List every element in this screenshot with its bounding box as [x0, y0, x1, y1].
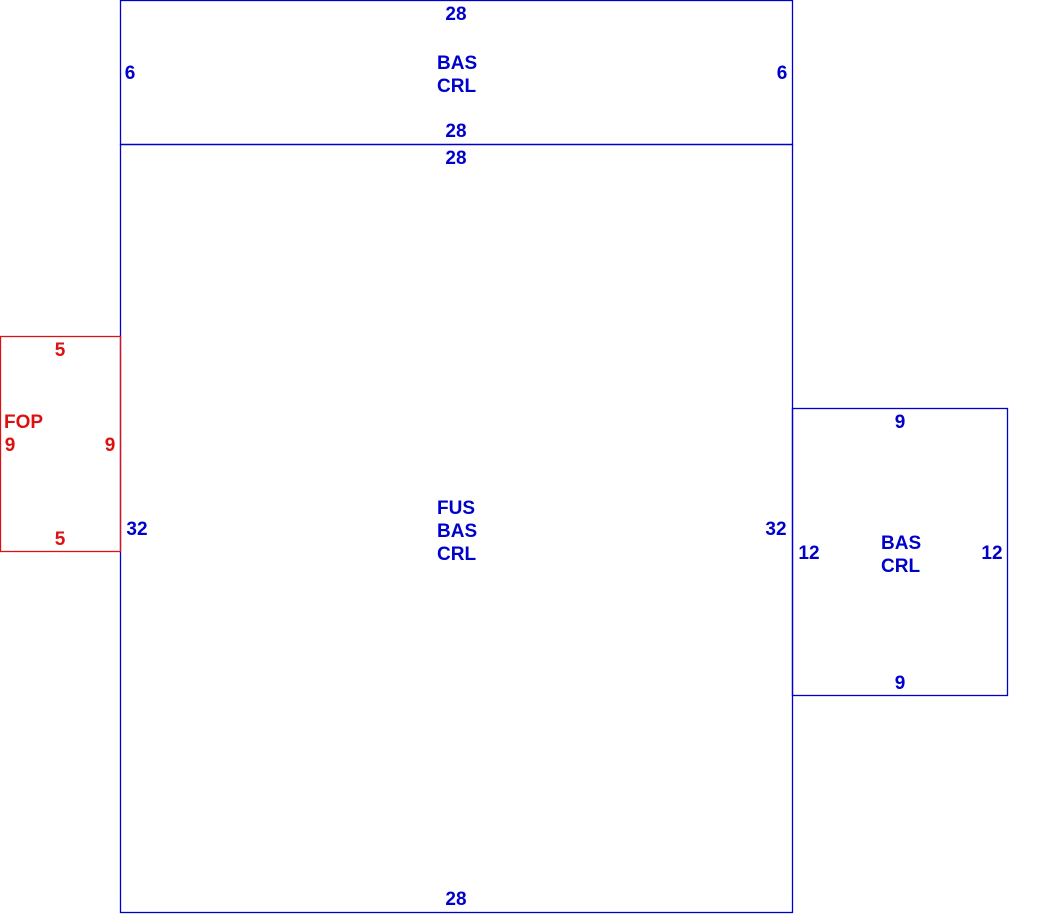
top-area-left-dim: 6: [125, 63, 136, 84]
main-area-right-dim: 32: [765, 519, 786, 540]
right-area-right-dim: 12: [981, 543, 1002, 564]
right-area-top-dim: 9: [895, 412, 906, 433]
top-area-top-dim: 28: [445, 4, 466, 25]
main-area: 28 32 32 FUS BAS CRL 28: [119, 143, 794, 914]
main-area-code-2: BAS: [437, 521, 477, 542]
right-area-bottom-dim: 9: [895, 673, 906, 694]
main-area-code-3: CRL: [437, 544, 476, 565]
top-area: 28 6 6 BAS CRL 28: [119, 0, 794, 146]
main-area-bottom-dim: 28: [445, 889, 466, 910]
top-area-code-2: CRL: [437, 76, 476, 97]
top-area-code-1: BAS: [437, 53, 477, 74]
right-area-code-2: CRL: [881, 556, 920, 577]
top-area-bottom-dim: 28: [445, 121, 466, 142]
porch-area-code: FOP: [4, 412, 43, 433]
right-area-left-dim: 12: [798, 543, 819, 564]
right-area: 9 12 12 BAS CRL 9: [791, 407, 1009, 697]
main-area-top-dim: 28: [445, 148, 466, 169]
right-area-code-1: BAS: [881, 533, 921, 554]
main-area-code-1: FUS: [437, 498, 475, 519]
porch-area-bottom-dim: 5: [55, 529, 66, 550]
porch-area: 5 FOP 9 9 5: [0, 335, 122, 553]
porch-area-top-dim: 5: [55, 340, 66, 361]
porch-area-right-dim: 9: [105, 435, 116, 456]
top-area-right-dim: 6: [777, 63, 788, 84]
porch-area-outline: [0, 335, 122, 553]
porch-area-left-dim: 9: [5, 435, 16, 456]
main-area-left-dim: 32: [126, 519, 147, 540]
right-area-outline: [791, 407, 1009, 697]
